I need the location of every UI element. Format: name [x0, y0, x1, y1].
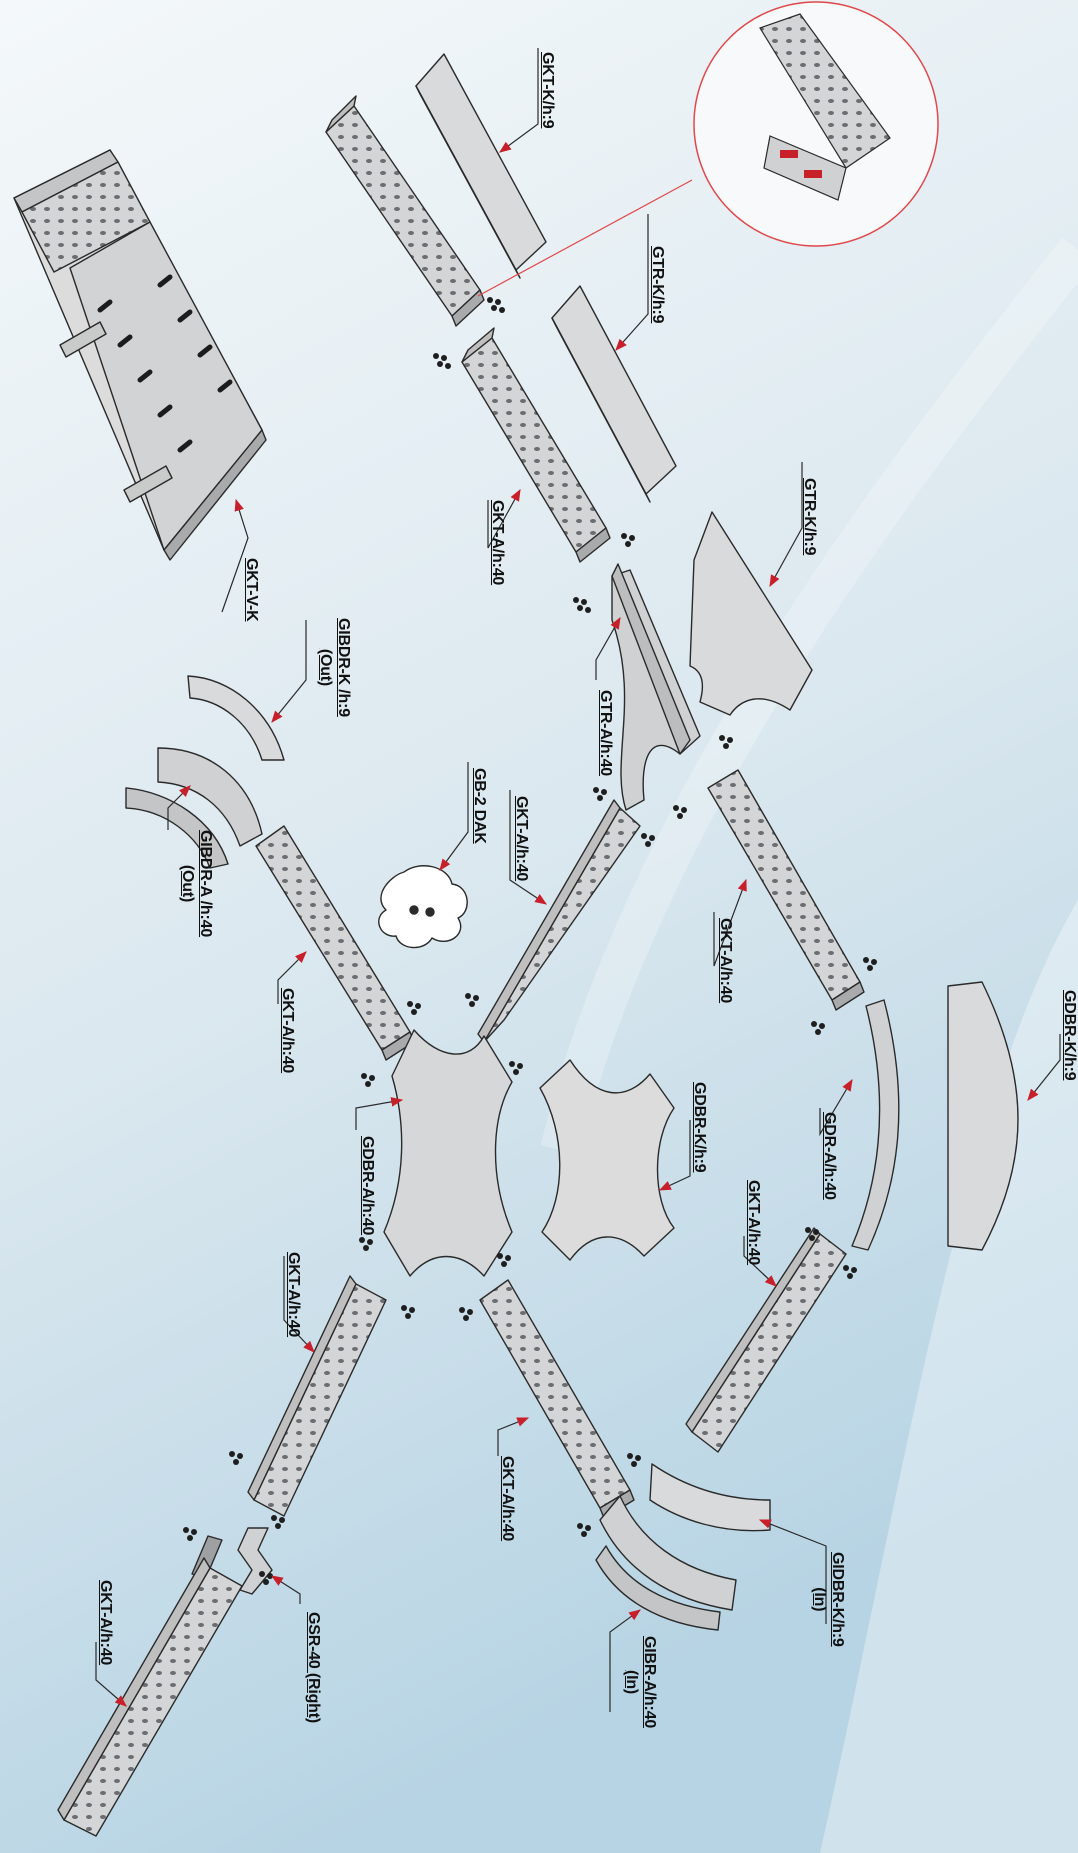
label-gdbr-k-h9-center: GDBR-K/h:9 [691, 1082, 708, 1173]
gkt-a-h40-lower-left-tray [247, 1275, 387, 1517]
label-gibr-a-h40-in-sub: (In) [623, 1669, 640, 1695]
label-gkt-a-h40-lower-mid: GKT-A/h:40 [499, 1456, 516, 1542]
gdbr-a-h40-cross-part [383, 1029, 513, 1277]
label-gibdr-a-h40-out: GIBDR-A /h:40 (Out) [178, 830, 214, 937]
label-gibdr-k-h9-out: GIBDR-K /h:9 (Out) [316, 618, 352, 717]
label-gkt-a-h40-mid: GKT-A/h:40 [513, 796, 530, 882]
label-gkt-a-h40-lower-right: GKT-A/h:40 [745, 1180, 762, 1266]
label-gidbr-k-h9-in-main: GIDBR-K/h:9 [829, 1552, 846, 1647]
label-gkt-v-k: GKT-V-K [243, 558, 260, 622]
label-gb-2-dak: GB-2 DAK [471, 768, 488, 844]
label-gtr-a-h40: GTR-A/h:40 [597, 690, 614, 777]
gkt-a-h40-top-tray [325, 95, 485, 327]
gdbr-k-h9-cross-cover [539, 1059, 675, 1261]
label-gdr-a-h40: GDR-A/h:40 [821, 1112, 838, 1200]
gb-2-dak-part [378, 865, 468, 949]
label-gdbr-a-h40: GDBR-A/h:40 [359, 1136, 376, 1236]
label-gibr-a-h40-in-main: GIBR-A/h:40 [641, 1636, 658, 1729]
detail-magnifier [477, 1, 939, 297]
label-gkt-a-h40-top: GKT-A/h:40 [489, 500, 506, 586]
gkt-a-h40-bottom-tray [57, 1557, 243, 1837]
gkt-a-h40-left-tray [255, 825, 415, 1061]
gidbr-k-h9-in-part [649, 1463, 771, 1532]
label-gtr-k-h9-tee: GTR-K/h:9 [801, 478, 818, 556]
gkt-v-k-part [13, 149, 267, 561]
label-gsr-40-right: GSR-40 (Right) [305, 1612, 322, 1723]
gtr-k-h9-top-part [551, 285, 677, 503]
label-gibr-a-h40-in: GIBR-A/h:40 (In) [622, 1636, 658, 1728]
gibdr-a-h40-out-part [125, 747, 263, 869]
gtr-a-h40-part [611, 563, 701, 811]
fastener-dots [183, 297, 877, 1585]
gkt-a-h40-mid-tray [477, 799, 641, 1043]
gibdr-k-h9-out-part [187, 675, 285, 761]
label-gidbr-k-h9-in-sub: (In) [811, 1587, 828, 1612]
label-gkt-a-h40-left: GKT-A/h:40 [279, 988, 296, 1074]
gkt-a-h40-right-tray [707, 769, 865, 1011]
gdr-a-h40-part [851, 999, 900, 1251]
gdbr-k-h9-right-part [947, 981, 1019, 1251]
label-gkt-a-h40-bottom: GKT-A/h:40 [97, 1580, 114, 1666]
gkt-k-h9-part [415, 53, 547, 279]
label-gibdr-a-h40-out-sub: (Out) [179, 864, 196, 903]
gkt-a-h40-second-tray [461, 327, 611, 563]
gtr-k-h9-tee-cover [689, 511, 813, 716]
label-gibdr-k-h9-out-main: GIBDR-K /h:9 [335, 618, 352, 717]
gibr-a-h40-in-part [595, 1495, 737, 1631]
label-gidbr-k-h9-in: GIDBR-K/h:9 (In) [810, 1552, 846, 1647]
gkt-a-h40-lower-right-tray [685, 1227, 847, 1453]
label-gibdr-a-h40-out-main: GIBDR-A /h:40 [197, 830, 214, 938]
label-gkt-k-h9: GKT-K/h:9 [539, 52, 556, 129]
label-gdbr-k-h9-right: GDBR-K/h:9 [1061, 990, 1078, 1081]
label-gtr-k-h9-top: GTR-K/h:9 [649, 246, 666, 324]
leader-lines [95, 48, 1061, 1712]
label-gkt-a-h40-lower-left: GKT-A/h:40 [285, 1252, 302, 1338]
label-gibdr-k-h9-out-sub: (Out) [317, 648, 334, 687]
label-gkt-a-h40-right: GKT-A/h:40 [717, 918, 734, 1004]
